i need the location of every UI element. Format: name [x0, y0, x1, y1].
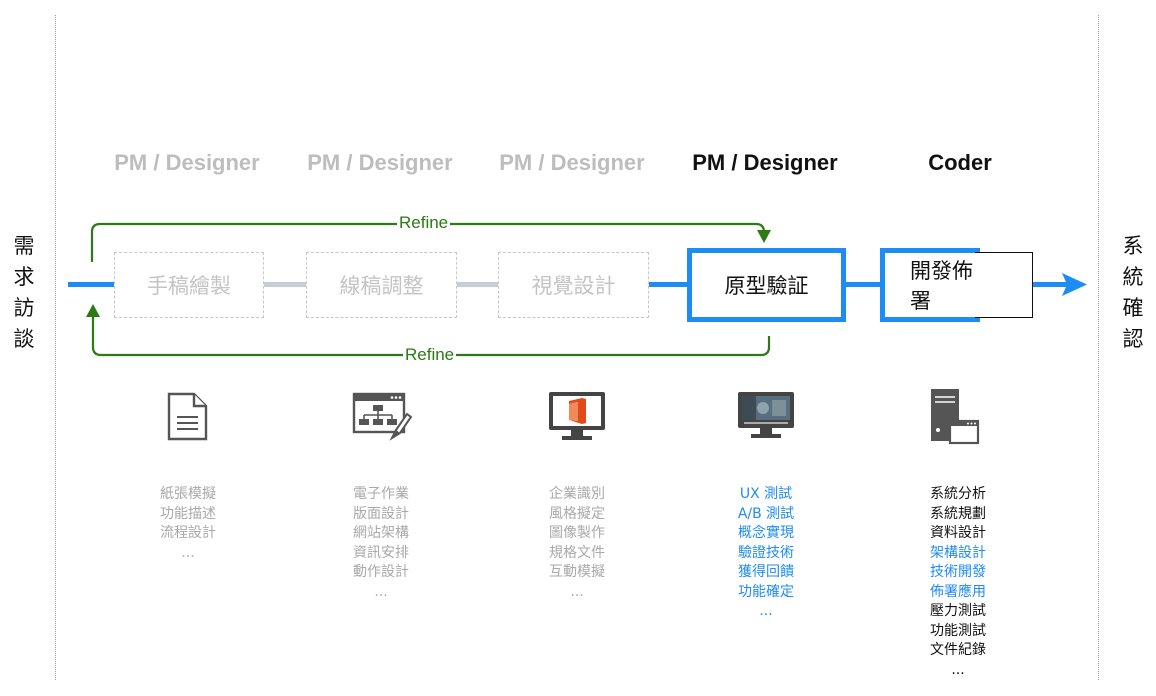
- task-item: 紙張模擬: [160, 486, 216, 502]
- refine-label-top: Refine: [397, 213, 451, 232]
- task-item: A/B 測試: [737, 505, 795, 522]
- refine-top-arrowhead: [757, 230, 771, 243]
- task-item: 功能確定: [738, 583, 794, 600]
- task-item: 版面設計: [353, 505, 409, 522]
- refine-bottom-arrowhead: [86, 304, 100, 317]
- role-label-visual: PM / Designer: [499, 150, 645, 175]
- task-list-sketch: 紙張模擬功能描述流程設計...: [118, 485, 258, 563]
- role-label-sketch: PM / Designer: [114, 150, 260, 175]
- refine-top-arrow-path: [90, 222, 766, 262]
- task-item: 企業識別: [549, 486, 605, 502]
- task-item: 系統規劃: [930, 505, 986, 522]
- flow-line-connector-3: [649, 282, 691, 287]
- task-list-development: 系統分析系統規劃資料設計架構設計技術開發佈署應用壓力測試功能測試文件紀錄...: [888, 485, 1028, 680]
- task-item: 獲得回饋: [738, 564, 794, 580]
- task-item: ...: [570, 583, 584, 600]
- stage-name: 線稿調整: [339, 274, 424, 298]
- system-confirmation-label: 系統確認: [1122, 234, 1144, 351]
- task-list-wireframe: 電子作業版面設計網站架構資訊安排動作設計...: [311, 485, 451, 602]
- refine-label-bottom: Refine: [403, 345, 457, 364]
- task-item: 文件紀錄: [930, 642, 986, 658]
- task-item: 資料設計: [930, 525, 986, 541]
- stage-name: 開發佈署: [910, 259, 973, 313]
- task-item: 圖像製作: [549, 525, 605, 541]
- task-item: 網站架構: [353, 525, 409, 541]
- task-item: 架構設計: [930, 544, 986, 561]
- task-item: 技術開發: [930, 564, 986, 580]
- task-item: 互動模擬: [549, 564, 605, 580]
- server-window-icon: [929, 388, 981, 446]
- task-item: ...: [181, 544, 195, 561]
- task-item: 動作設計: [353, 564, 409, 580]
- task-item: 流程設計: [160, 525, 216, 541]
- task-item: 系統分析: [930, 486, 986, 502]
- wireframe-sitemap-icon: [352, 392, 413, 442]
- role-label-development: Coder: [928, 150, 992, 175]
- task-item: 壓力測試: [930, 603, 986, 619]
- task-item: 功能描述: [160, 505, 216, 522]
- flow-line-connector-4: [842, 282, 884, 287]
- stage-box-development: 開發佈署: [880, 248, 980, 322]
- requirement-interview-label: 需求訪談: [13, 234, 35, 351]
- document-icon: [164, 392, 212, 442]
- task-list-visual: 企業識別風格擬定圖像製作規格文件互動模擬...: [507, 485, 647, 602]
- task-item: ...: [951, 661, 965, 678]
- flow-line-connector-1: [264, 282, 306, 287]
- stage-box-sketch: 手稿繪製: [114, 252, 264, 318]
- stage-box-visual: 視覺設計: [498, 252, 649, 318]
- stage-name: 原型驗証: [724, 274, 809, 298]
- role-label-prototype: PM / Designer: [692, 150, 838, 175]
- flow-line-start: [68, 282, 114, 287]
- task-item: UX 測試: [739, 486, 793, 502]
- stage-name: 視覺設計: [531, 274, 616, 298]
- video-monitor-icon: [736, 390, 796, 440]
- task-item: 風格擬定: [549, 505, 605, 522]
- flow-end-arrowhead: [1062, 273, 1087, 296]
- office-monitor-icon: [547, 390, 607, 442]
- task-item: ...: [374, 583, 388, 600]
- task-item: 規格文件: [549, 544, 605, 561]
- development-box-outline: [975, 252, 1033, 318]
- stage-name: 手稿繪製: [147, 274, 231, 298]
- task-item: 驗證技術: [738, 544, 794, 561]
- task-list-prototype: UX 測試 A/B 測試概念實現驗證技術獲得回饋功能確定...: [696, 485, 836, 622]
- flow-line-connector-2: [457, 282, 498, 287]
- task-item: ...: [759, 603, 773, 619]
- task-item: 資訊安排: [353, 544, 409, 561]
- stage-box-wireframe: 線稿調整: [306, 252, 457, 318]
- task-item: 佈署應用: [930, 583, 986, 600]
- task-item: 概念實現: [738, 525, 794, 541]
- task-item: 功能測試: [930, 622, 986, 639]
- task-item: 電子作業: [353, 486, 409, 502]
- flow-line-end: [1033, 282, 1067, 287]
- left-boundary-line: [55, 15, 56, 680]
- right-boundary-line: [1098, 15, 1099, 680]
- role-label-wireframe: PM / Designer: [307, 150, 453, 175]
- stage-box-prototype: 原型驗証: [687, 248, 846, 322]
